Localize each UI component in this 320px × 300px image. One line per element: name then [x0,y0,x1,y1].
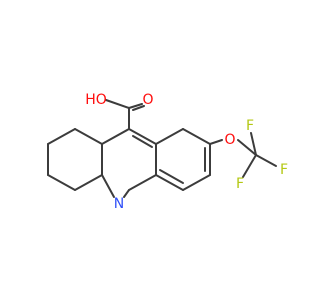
bond-line-4 [74,174,103,191]
molecule-structure: HO O N O F F F [47,92,288,212]
bond-line-9 [128,174,157,191]
bond-line-25 [237,139,257,156]
bond-line-23 [132,105,145,111]
carbonyl-o-label: O [142,92,153,108]
ether-oxygen-label: O [224,132,235,148]
ring-nitrogen-label: N [114,196,124,212]
atom-label-layer: HO O N O F F F [85,92,288,212]
bond-line-24 [209,139,223,145]
bond-line-27 [255,154,277,167]
carboxyl-oh-label: HO [85,92,107,108]
bond-line-0 [47,128,76,145]
bond-line-14 [182,128,211,145]
fluorine-top-label: F [246,118,254,134]
bond-line-3 [47,174,76,191]
bond-line-26 [250,132,257,156]
bond-line-12 [132,135,153,148]
bond-line-13 [155,128,184,145]
bond-line-16 [182,174,211,191]
fluorine-right-label: F [280,162,288,178]
bond-line-6 [101,128,130,145]
bond-line-18 [159,169,184,184]
bond-line-7 [128,128,157,145]
bond-line-21 [105,99,130,109]
bond-line-28 [242,154,257,178]
molecule-canvas: HO O N O F F F [47,92,288,212]
bond-line-10 [101,174,115,198]
bond-line-1 [74,128,103,145]
fluorine-bottom-label: F [236,176,244,192]
bond-line-17 [155,174,184,191]
bond-line-22 [128,103,143,109]
bond-line-11 [123,189,130,198]
bond-layer [47,99,277,198]
